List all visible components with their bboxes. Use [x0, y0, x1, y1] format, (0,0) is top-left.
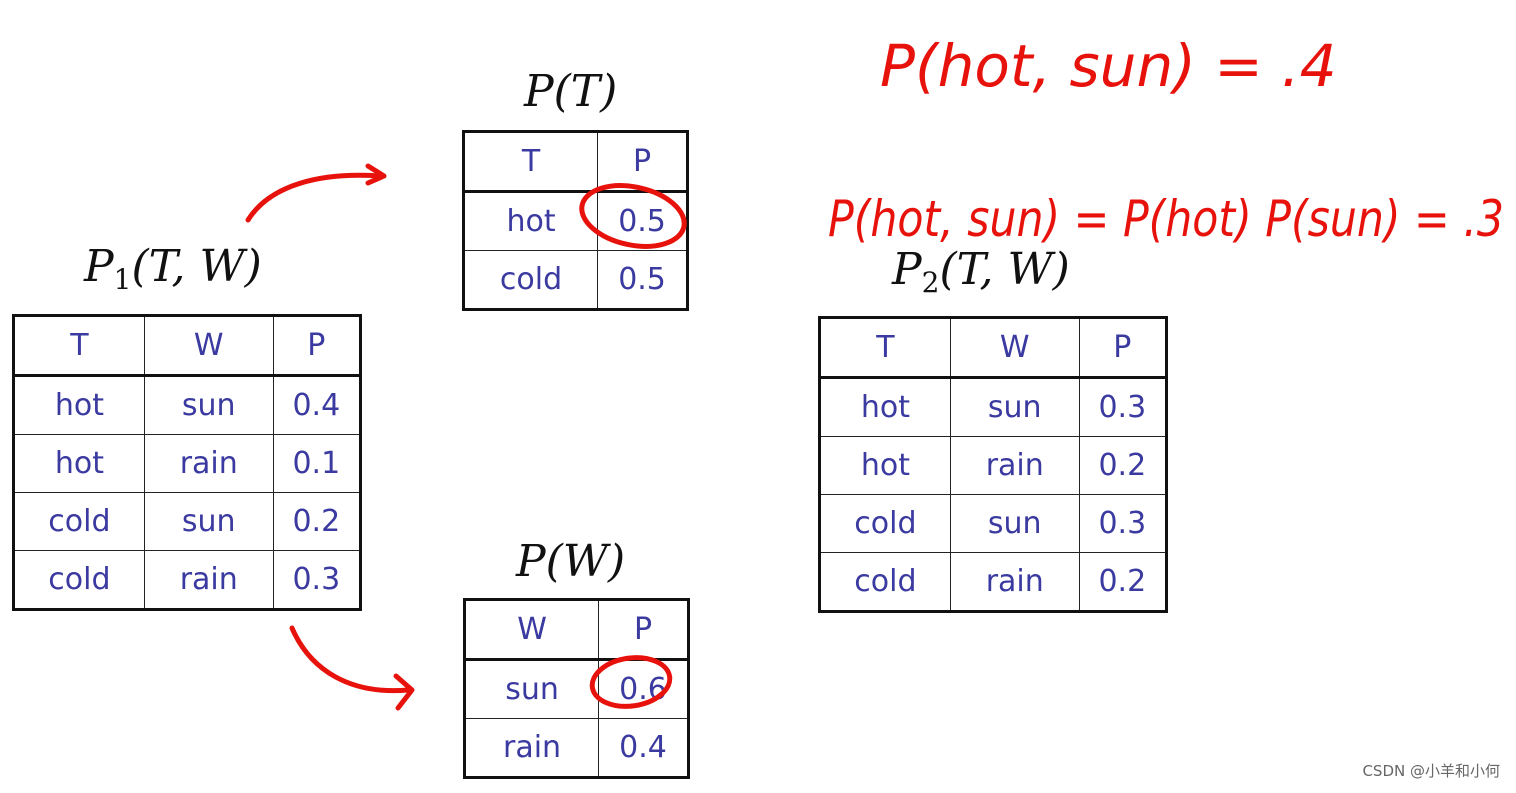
arrow-to-pw	[289, 625, 411, 694]
annotation-line1: P(hot, sun) = .4	[880, 32, 1337, 100]
cell-t: cold	[462, 250, 599, 310]
cell-p: 0.2	[272, 492, 362, 551]
title-p2-sub: 2	[921, 266, 940, 299]
cell-w: rain	[949, 436, 1080, 495]
table-header-row: T W P	[13, 315, 362, 377]
circle-0-6	[589, 655, 673, 709]
circle-0-5	[579, 183, 687, 249]
cell-t: hot	[13, 375, 145, 435]
arrow-to-pt	[245, 172, 383, 223]
cell-p: 0.3	[1078, 494, 1168, 553]
title-p1-tw: P1(T, W)	[84, 245, 262, 294]
cell-p: 0.6	[598, 659, 689, 719]
cell-t: cold	[819, 552, 951, 612]
cell-w: rain	[143, 550, 274, 610]
table-row: rain 0.4	[463, 718, 689, 778]
title-p2-base: P	[892, 244, 922, 295]
cell-p: 0.2	[1078, 552, 1168, 612]
title-p1-args: (T, W)	[131, 241, 262, 292]
p-t-table: T P hot 0.5 cold 0.5	[462, 130, 689, 311]
table-row: hot sun 0.4	[13, 375, 362, 435]
p-w-table: W P sun 0.6 rain 0.4	[463, 598, 690, 779]
header-p: P	[1078, 317, 1168, 379]
cell-p: 0.3	[1078, 377, 1168, 437]
table-row: cold 0.5	[462, 250, 688, 310]
cell-w: sun	[949, 494, 1080, 553]
table-row: cold sun 0.3	[819, 494, 1168, 553]
watermark: CSDN @小羊和小何	[1362, 762, 1500, 780]
cell-t: cold	[13, 550, 145, 610]
table-row: cold sun 0.2	[13, 492, 362, 551]
cell-w: rain	[949, 552, 1080, 612]
cell-t: cold	[13, 492, 145, 551]
header-p: P	[272, 315, 362, 377]
p1-tw-table: T W P hot sun 0.4 hot rain 0.1 cold sun …	[12, 314, 362, 611]
table-row: cold rain 0.2	[819, 552, 1168, 612]
cell-p: 0.4	[598, 718, 689, 778]
cell-w: rain	[463, 718, 600, 778]
cell-t: hot	[13, 434, 145, 493]
header-w: W	[463, 599, 600, 661]
table-header-row: T W P	[819, 317, 1168, 379]
cell-t: hot	[462, 191, 599, 251]
title-p2-tw: P2(T, W)	[892, 248, 1070, 297]
cell-t: hot	[819, 436, 951, 495]
table-row: hot sun 0.3	[819, 377, 1168, 437]
cell-w: sun	[143, 375, 274, 435]
cell-p: 0.4	[272, 375, 362, 435]
title-p-w: P(W)	[516, 540, 625, 584]
table-row: hot 0.5	[462, 191, 688, 251]
cell-p: 0.2	[1078, 436, 1168, 495]
cell-p: 0.1	[272, 434, 362, 493]
header-t: T	[819, 317, 951, 379]
annotation-line2: P(hot, sun) = P(hot) P(sun) = .3	[828, 190, 1504, 248]
cell-p: 0.5	[597, 250, 688, 310]
table-row: hot rain 0.2	[819, 436, 1168, 495]
title-p2-args: (T, W)	[939, 244, 1070, 295]
title-p-t: P(T)	[524, 70, 617, 114]
title-p1-sub: 1	[113, 263, 132, 296]
p2-tw-table: T W P hot sun 0.3 hot rain 0.2 cold sun …	[818, 316, 1168, 613]
cell-w: sun	[949, 377, 1080, 437]
table-header-row: T P	[462, 131, 688, 193]
table-row: cold rain 0.3	[13, 550, 362, 610]
title-p-w-text: P(W)	[516, 536, 626, 587]
cell-t: hot	[819, 377, 951, 437]
header-w: W	[143, 315, 274, 377]
header-t: T	[13, 315, 145, 377]
header-t: T	[462, 131, 599, 193]
title-p1-base: P	[84, 241, 114, 292]
cell-w: sun	[143, 492, 274, 551]
cell-w: sun	[463, 659, 600, 719]
cell-p: 0.3	[272, 550, 362, 610]
title-p-t-text: P(T)	[524, 66, 618, 117]
table-row: hot rain 0.1	[13, 434, 362, 493]
cell-w: rain	[143, 434, 274, 493]
arrow-to-pt-head	[365, 163, 387, 186]
arrow-to-pw-head	[393, 673, 415, 711]
table-row: sun 0.6	[463, 659, 689, 719]
cell-t: cold	[819, 494, 951, 553]
